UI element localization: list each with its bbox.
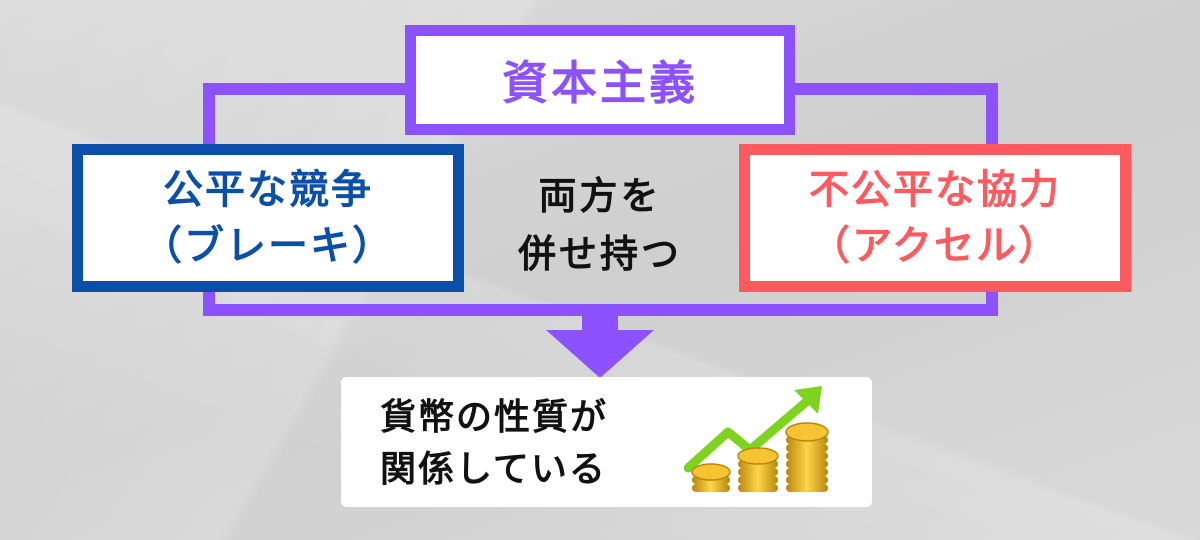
center-line-2: 併せ持つ — [517, 232, 682, 276]
center-text: 両方を 併せ持つ — [490, 160, 710, 290]
unfair-cooperation-box: 不公平な協力 （アクセル） — [739, 144, 1131, 292]
result-line-2: 関係している — [380, 449, 607, 490]
coin-stack-medium — [737, 447, 779, 492]
coin-stack-tall — [785, 422, 829, 492]
fair-competition-box: 公平な競争 （ブレーキ） — [72, 144, 464, 292]
rising-coins-icon — [684, 386, 829, 492]
coin-stack-small — [691, 463, 731, 492]
center-line-1: 両方を — [538, 174, 662, 218]
accelerator-label: （アクセル） — [810, 223, 1060, 269]
unfair-cooperation-label: 不公平な協力 — [809, 167, 1061, 213]
brake-label: （ブレーキ） — [142, 223, 394, 269]
title-box: 資本主義 — [405, 25, 795, 135]
result-text: 貨幣の性質が 関係している — [380, 392, 670, 492]
title: 資本主義 — [502, 56, 698, 110]
result-box — [341, 377, 872, 507]
fair-competition-label: 公平な競争 — [163, 167, 373, 213]
result-line-1: 貨幣の性質が — [380, 397, 609, 438]
